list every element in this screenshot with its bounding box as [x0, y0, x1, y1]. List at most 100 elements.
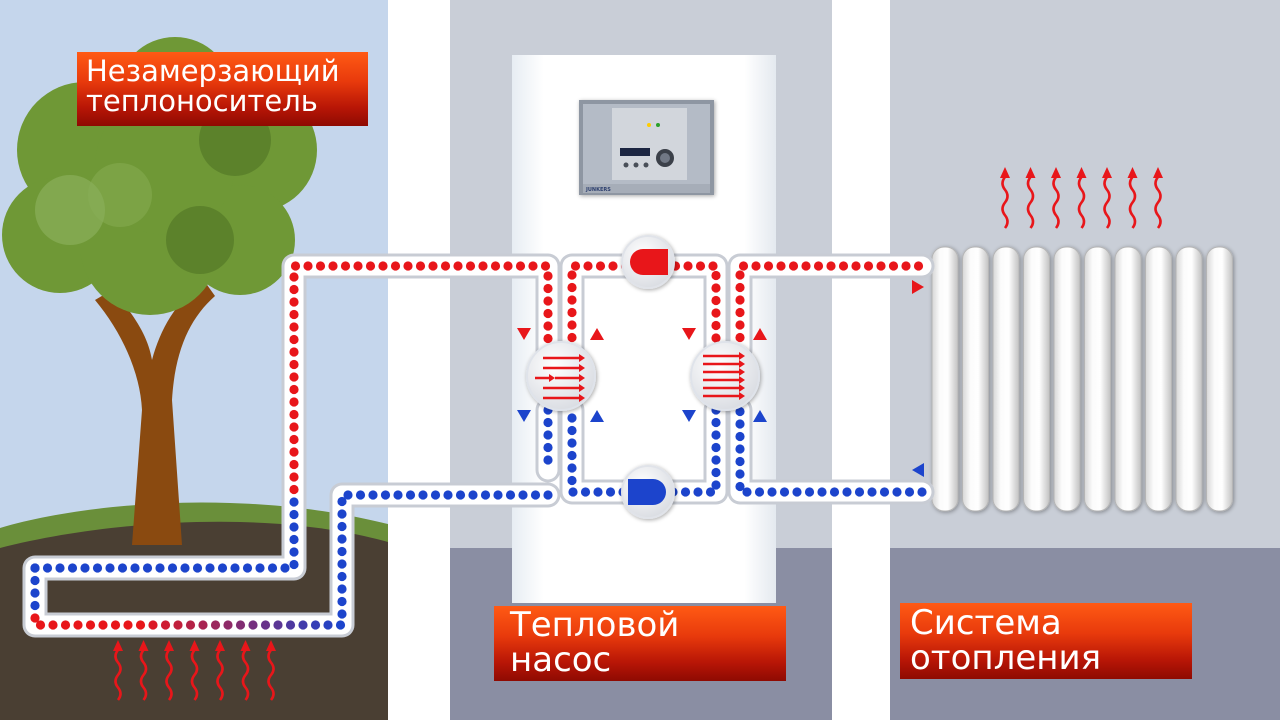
wavy-arrow-up-icon [1025, 167, 1036, 229]
fluid-dot [711, 417, 721, 428]
triangle-arrow-icon [682, 328, 696, 340]
fluid-dot [680, 487, 691, 497]
fluid-dot [567, 270, 577, 280]
fluid-dot [711, 333, 721, 343]
fluid-dot [173, 620, 183, 630]
fluid-dot [255, 563, 265, 573]
wavy-arrow-up-icon [1076, 167, 1087, 229]
fluid-dot [310, 620, 321, 630]
fluid-dot [343, 490, 353, 500]
fluid-dot [337, 534, 347, 544]
fluid-dot [851, 261, 861, 271]
fluid-dot [289, 272, 299, 282]
fluid-dot [711, 480, 721, 490]
label-heat-pump-line2: насос [510, 639, 612, 680]
fluid-dot [98, 620, 108, 630]
control-panel: JUNKERS [579, 100, 714, 195]
wavy-arrow-up-icon [1153, 167, 1163, 229]
fluid-dot [505, 490, 516, 500]
fluid-dot [289, 459, 299, 470]
fluid-dot [453, 261, 463, 271]
fluid-dot [735, 469, 745, 479]
fluid-dot [711, 295, 721, 306]
fluid-dot [105, 563, 115, 573]
fluid-dot [763, 261, 774, 271]
condenser-exchanger [690, 341, 760, 411]
fluid-dot [415, 261, 426, 271]
fluid-dot [223, 620, 233, 630]
fluid-dot [567, 463, 577, 473]
radiator [931, 246, 1233, 512]
fluid-dot [289, 359, 299, 370]
fluid-dot [888, 261, 899, 271]
fluid-dot [285, 620, 296, 630]
fluid-dot [403, 261, 413, 271]
fluid-dot [543, 283, 553, 294]
fluid-dot [30, 613, 40, 623]
fluid-dot [73, 620, 83, 630]
wavy-arrow-up-icon [266, 640, 276, 701]
fluid-dot [792, 487, 802, 497]
fluid-dot [289, 534, 299, 545]
wavy-arrow-up-icon [1127, 167, 1138, 229]
fluid-dot [829, 487, 840, 497]
fluid-dot [289, 422, 299, 432]
fluid-dot [767, 487, 777, 497]
heat-waves-radiator [1000, 167, 1163, 229]
fluid-dot [567, 450, 577, 461]
fluid-dot [365, 261, 376, 271]
fluid-dot [289, 372, 299, 382]
fluid-dot [788, 261, 799, 271]
circulation-pump-icon [630, 249, 668, 275]
fluid-dot [804, 487, 815, 497]
fluid-dot [735, 431, 745, 442]
fluid-dot [735, 282, 745, 293]
label-heating-system-line1: Система [910, 603, 1062, 643]
fluid-dot [30, 600, 40, 611]
fluid-dot [248, 620, 258, 630]
fluid-dot [192, 563, 203, 573]
fluid-dot [289, 409, 299, 420]
fluid-dot [55, 563, 65, 573]
fluid-dot [838, 261, 849, 271]
triangle-arrow-icon [753, 328, 767, 340]
fluid-dot [289, 397, 299, 407]
fluid-dot [567, 475, 577, 486]
fluid-dot [468, 490, 478, 500]
wavy-arrow-up-icon [1102, 167, 1112, 229]
fluid-dot [735, 307, 745, 318]
fluid-dot [683, 261, 693, 271]
fluid-dot [518, 490, 528, 500]
fluid-dot [478, 261, 488, 271]
fluid-dot [289, 559, 299, 570]
fluid-dot [817, 487, 827, 497]
fluid-dot [430, 490, 441, 500]
fluid-dot [608, 261, 618, 271]
heat-exchanger-icon [703, 352, 745, 400]
fluid-dot [110, 620, 121, 630]
fluid-dot [913, 261, 924, 271]
fluid-dot [711, 442, 721, 453]
fluid-dot [567, 307, 577, 318]
fluid-dot [289, 472, 299, 482]
fluid-dot [353, 261, 363, 271]
fluid-dot [428, 261, 438, 271]
controller-brand: JUNKERS [585, 187, 611, 193]
label-heat-pump: Тепловой насос [494, 606, 786, 681]
fluid-dot [235, 620, 246, 630]
fluid-dot [863, 261, 874, 271]
fluid-dot [735, 444, 745, 454]
fluid-dot [901, 261, 911, 271]
fluid-dot [568, 487, 578, 497]
fluid-dot [515, 261, 526, 271]
fluid-dot [289, 322, 299, 332]
expansion-pump [621, 465, 675, 519]
fluid-dot [735, 419, 745, 429]
fluid-dot [289, 384, 299, 395]
fluid-dot [205, 563, 215, 573]
fluid-dot [593, 487, 603, 497]
fluid-dot [711, 455, 721, 465]
fluid-dot [315, 261, 326, 271]
radiator-fin [931, 246, 959, 512]
fluid-dot [583, 261, 593, 271]
